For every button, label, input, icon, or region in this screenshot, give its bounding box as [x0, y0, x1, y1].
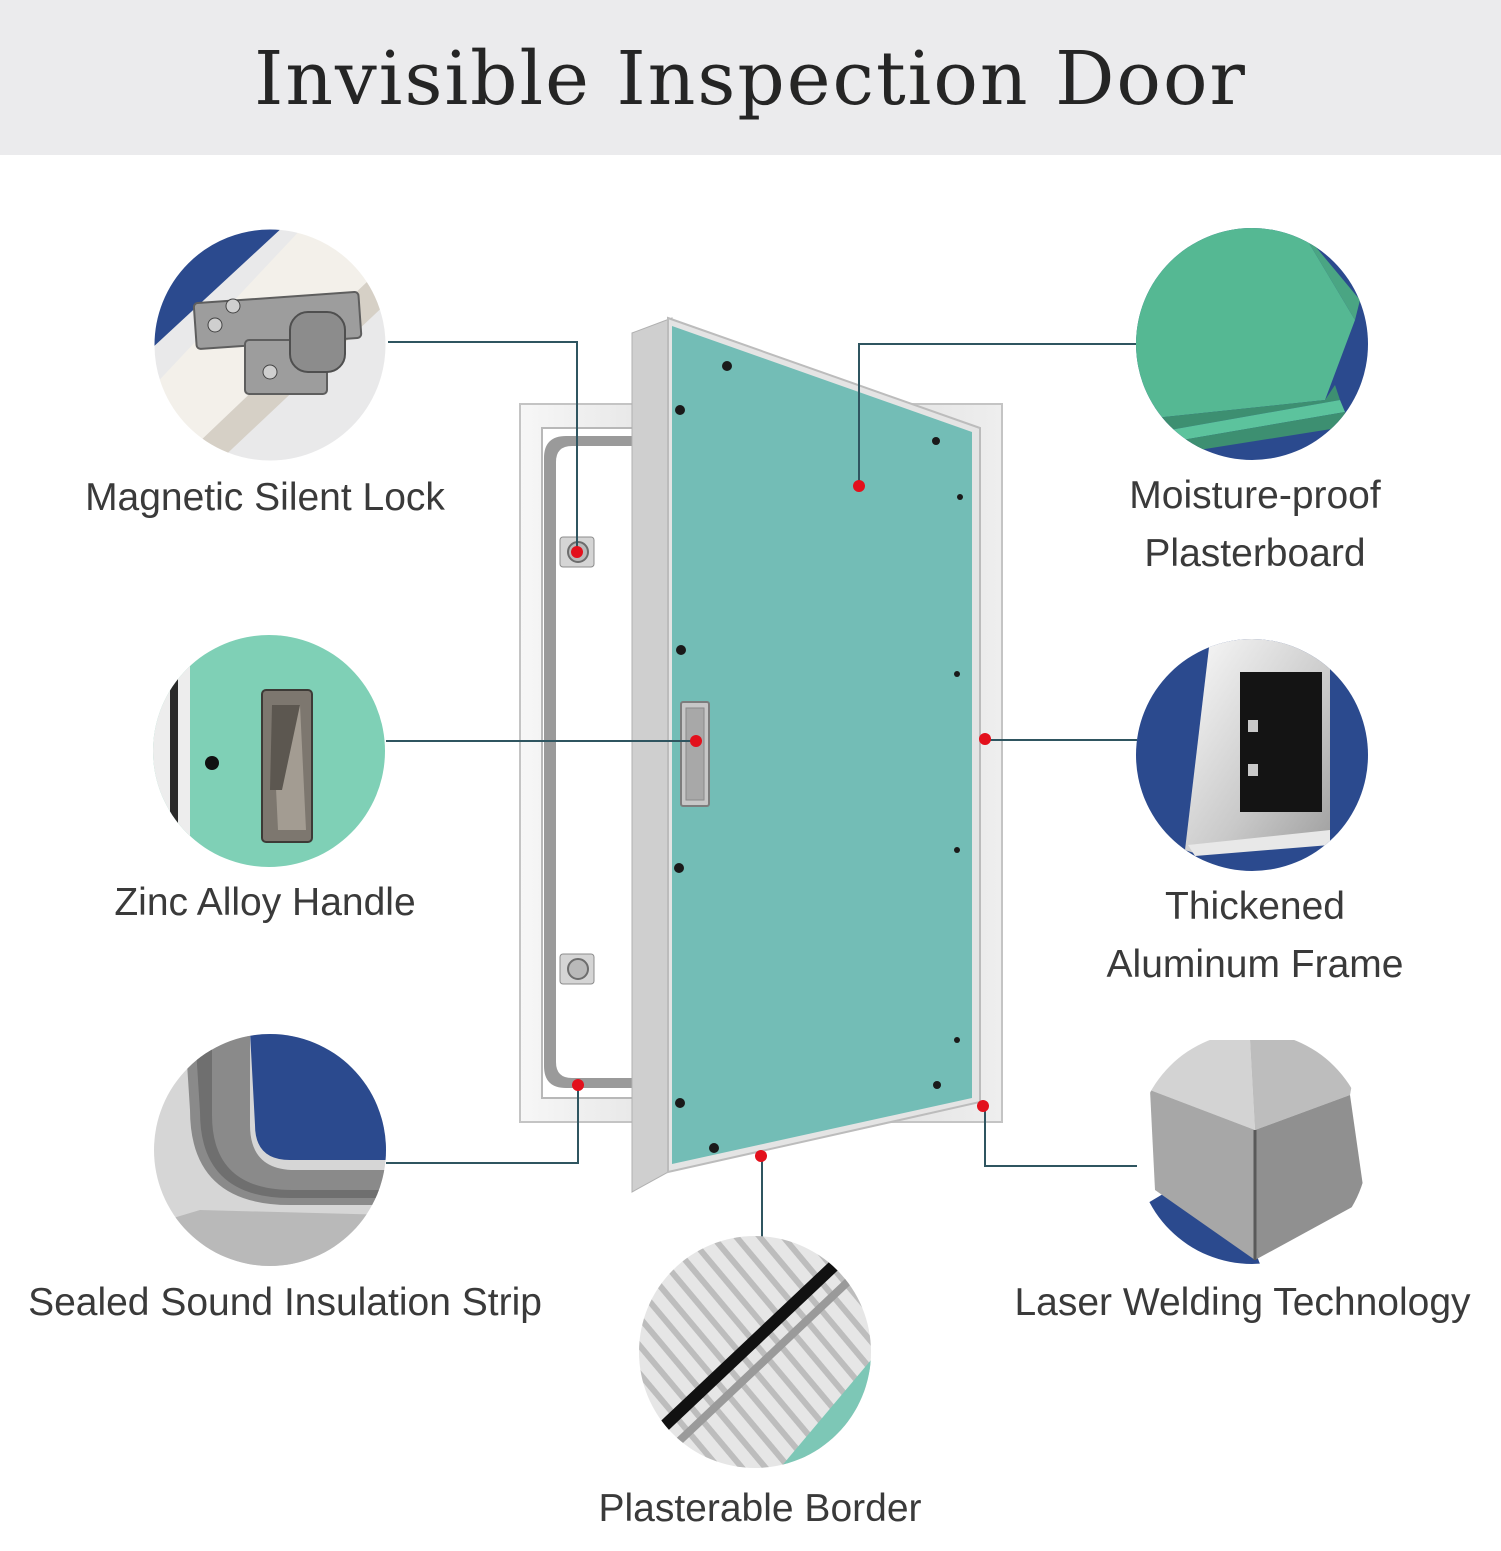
label-handle: Zinc Alloy Handle	[114, 881, 416, 924]
label-sealing-strip: Sealed Sound Insulation Strip	[28, 1281, 542, 1324]
label-plasterboard: Moisture-proof Plasterboard	[1129, 474, 1381, 575]
detail-aluminum-frame	[1136, 639, 1368, 871]
detail-plasterboard	[1136, 228, 1368, 460]
title-banner: Invisible Inspection Door	[0, 0, 1501, 155]
detail-sealing-strip	[154, 1034, 386, 1266]
label-laser-welding: Laser Welding Technology	[1014, 1281, 1471, 1324]
detail-magnetic-lock	[154, 229, 386, 461]
inspection-door	[519, 316, 1003, 1193]
door-handle	[680, 701, 710, 807]
lock-plate-bottom	[559, 953, 595, 985]
label-aluminum-frame: Thickened Aluminum Frame	[1106, 885, 1404, 986]
detail-handle	[153, 635, 385, 867]
label-plasterable-border: Plasterable Border	[598, 1487, 922, 1530]
door-panel	[672, 326, 972, 1164]
screw-holes	[674, 361, 963, 1153]
label-magnetic-lock: Magnetic Silent Lock	[85, 476, 445, 519]
detail-plasterable-border	[639, 1236, 871, 1468]
page-title: Invisible Inspection Door	[254, 35, 1247, 122]
detail-laser-welding	[1136, 1032, 1368, 1264]
marker-dots	[571, 480, 991, 1162]
